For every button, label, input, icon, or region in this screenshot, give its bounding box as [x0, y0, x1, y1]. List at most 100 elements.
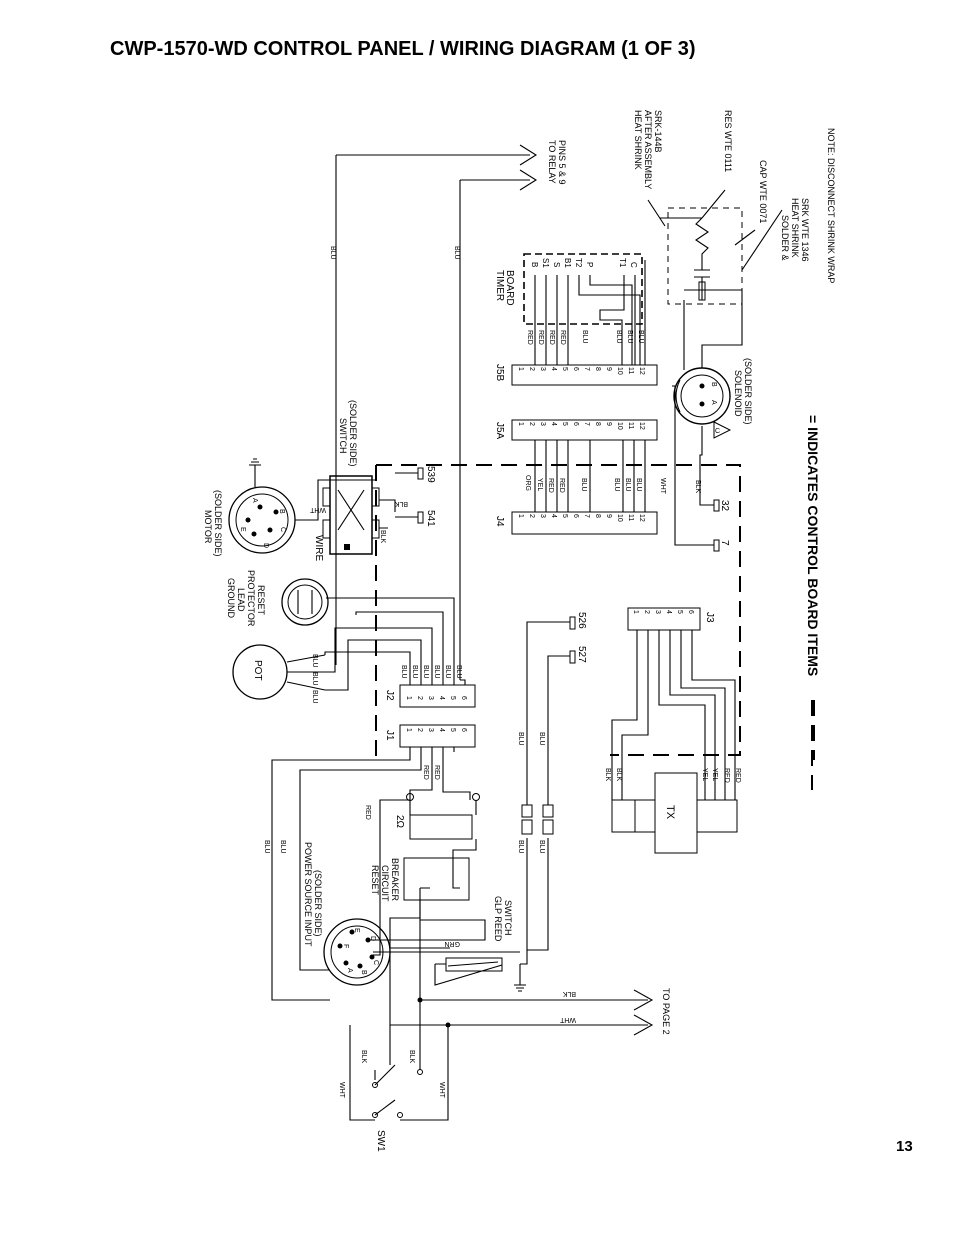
svg-text:BLU: BLU [433, 665, 440, 679]
j2-wires [324, 597, 466, 691]
svg-text:BLU: BLU [444, 665, 451, 679]
svg-text:CAP WTE 0071: CAP WTE 0071 [758, 160, 768, 223]
j1-pins: 1 2 3 4 5 6 [405, 728, 467, 732]
svg-text:4: 4 [438, 696, 445, 700]
svg-text:BLU: BLU [624, 478, 631, 492]
svg-text:4: 4 [550, 514, 557, 518]
j4-connector [511, 511, 658, 535]
terminal-7: 7 [713, 539, 730, 552]
svg-text:BLU: BLU [635, 478, 642, 492]
pot-wire-labels: BLU BLU BLU [311, 654, 318, 704]
svg-text:RED: RED [723, 768, 730, 783]
svg-text:9: 9 [605, 514, 612, 518]
svg-text:RESET: RESET [256, 585, 266, 616]
motor-label: MOTOR (SOLDER SIDE) [203, 490, 223, 557]
j5a-j4-wires [534, 440, 646, 512]
svg-text:B1: B1 [563, 258, 572, 268]
svg-text:BLU: BLU [400, 665, 407, 679]
j2-connector [399, 684, 476, 708]
svg-text:541: 541 [425, 510, 436, 527]
svg-text:C: C [279, 527, 286, 532]
svg-text:T1: T1 [618, 258, 627, 268]
svg-text:A: A [251, 498, 258, 503]
j3-tx-wires [611, 630, 736, 800]
switch [322, 475, 396, 555]
j5a-label: J5A [494, 422, 505, 440]
terminal-526: 526 [526, 612, 587, 805]
terminal-32: 32 [713, 499, 730, 512]
svg-text:E: E [353, 928, 360, 933]
reset-cb-label: RESET CIRCUIT BREAKER [370, 858, 400, 902]
pot [232, 644, 326, 700]
svg-text:BLU: BLU [422, 665, 429, 679]
svg-text:ORG: ORG [524, 475, 531, 491]
switch-blk-label-2: BLK [379, 530, 386, 544]
svg-text:AFTER ASSEMBLY: AFTER ASSEMBLY [643, 110, 653, 189]
svg-text:BLU: BLU [311, 654, 318, 668]
svg-text:BLK: BLK [604, 768, 611, 782]
svg-text:9: 9 [605, 422, 612, 426]
switch-blk-label-1: BLK [394, 500, 408, 507]
resistor-2ohm [406, 793, 480, 840]
blu-label-power-2: BLU [279, 840, 286, 854]
svg-text:A: A [346, 968, 353, 973]
svg-text:1: 1 [405, 696, 412, 700]
svg-text:5: 5 [676, 610, 683, 614]
solenoid-label: SOLENOID (SOLDER SIDE) [733, 358, 753, 425]
sw1-wire-labels: WHT BLK BLK WHT [338, 1050, 445, 1099]
blu-label-526: BLU [517, 732, 524, 746]
j1-wires [271, 747, 471, 1001]
svg-text:2: 2 [528, 514, 535, 518]
terminal-527: 527 [547, 646, 587, 805]
svg-text:RED: RED [526, 330, 533, 345]
svg-text:SRK-144B: SRK-144B [653, 110, 663, 153]
svg-text:8: 8 [594, 422, 601, 426]
svg-text:BLU: BLU [580, 478, 587, 492]
switch-wht-label: WHT [309, 506, 326, 513]
svg-text:BLU: BLU [637, 330, 644, 344]
svg-text:7: 7 [583, 514, 590, 518]
power-source-connector [323, 918, 520, 986]
svg-text:C: C [629, 262, 638, 268]
svg-text:32: 32 [719, 500, 730, 512]
svg-text:C: C [372, 960, 379, 965]
svg-text:BLK: BLK [615, 768, 622, 782]
timer-board [523, 253, 643, 325]
svg-text:NOTE: DISCONNECT SHRINK WRAP: NOTE: DISCONNECT SHRINK WRAP [826, 128, 836, 283]
svg-text:GROUND: GROUND [226, 578, 236, 618]
svg-text:RED: RED [559, 330, 566, 345]
res-cap-assembly [647, 189, 783, 370]
svg-text:RED: RED [734, 768, 741, 783]
pot-label: POT [252, 660, 263, 681]
svg-text:RED: RED [537, 330, 544, 345]
svg-text:12: 12 [638, 514, 645, 522]
svg-text:5: 5 [561, 367, 568, 371]
control-board-outline [375, 464, 813, 790]
sw1-switch [372, 1050, 423, 1118]
svg-text:6: 6 [460, 696, 467, 700]
svg-text:7: 7 [583, 367, 590, 371]
svg-text:SOLENOID: SOLENOID [733, 370, 743, 417]
svg-text:TO RELAY: TO RELAY [547, 140, 557, 184]
j1-label: J1 [384, 730, 395, 741]
svg-text:TIMER: TIMER [494, 270, 505, 301]
solenoid [673, 367, 731, 425]
svg-text:3: 3 [427, 728, 434, 732]
glp-label: GLP REED SWITCH [493, 896, 513, 942]
svg-text:(SOLDER SIDE): (SOLDER SIDE) [313, 870, 323, 937]
svg-text:S1: S1 [541, 258, 550, 268]
to-relay-label: TO RELAY PINS 5 & 9 [547, 140, 567, 185]
wht-label-page2: WHT [559, 1016, 576, 1023]
switch-wire-label: WIRE [313, 535, 324, 561]
sw1-label: SW1 [375, 1130, 386, 1152]
svg-text:5: 5 [561, 514, 568, 518]
timer-board-label: TIMER BOARD [494, 270, 515, 306]
svg-text:PROTECTOR: PROTECTOR [246, 570, 256, 627]
svg-text:T2: T2 [574, 258, 583, 268]
svg-text:WHT: WHT [659, 478, 666, 495]
svg-text:POWER SOURCE INPUT: POWER SOURCE INPUT [303, 842, 313, 947]
svg-text:C: C [715, 428, 720, 435]
page-number: 13 [896, 1138, 913, 1155]
blu-label-527: BLU [538, 732, 545, 746]
